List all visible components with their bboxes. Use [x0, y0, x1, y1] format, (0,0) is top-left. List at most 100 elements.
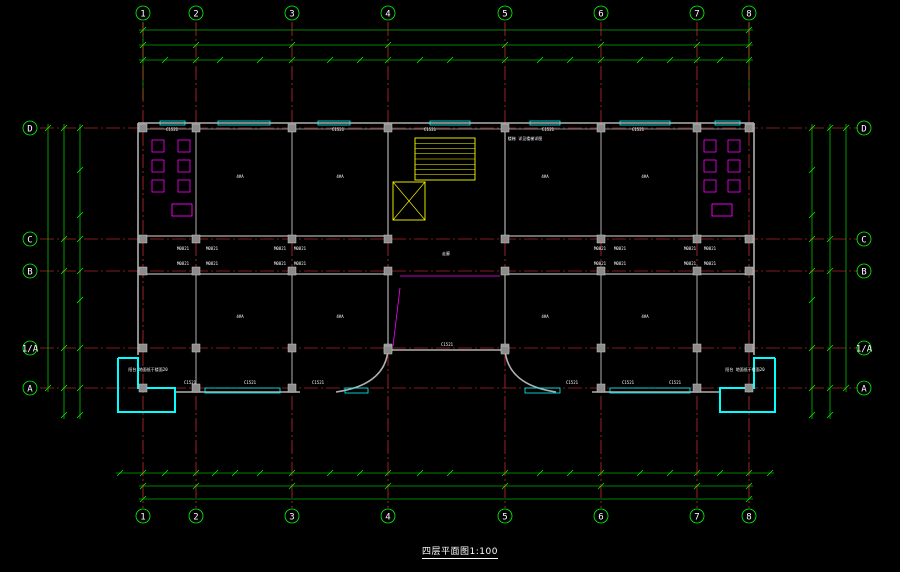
door-label-5: M0821 — [614, 246, 627, 251]
axis-bubble-right-0-label: D — [861, 124, 866, 134]
dimension-lines — [44, 22, 850, 503]
column-14 — [383, 266, 393, 276]
column-33 — [287, 383, 297, 393]
column-4 — [191, 123, 201, 133]
column-25 — [692, 234, 702, 244]
dim-right-axis-tick-3 — [826, 344, 834, 352]
dim-bottom-openings-tick-17 — [636, 469, 644, 477]
axis-bubble-top-6-label: 6 — [598, 9, 603, 19]
column-3 — [138, 343, 148, 353]
axis-bubble-bottom-5-label: 5 — [502, 512, 507, 522]
column-1 — [138, 234, 148, 244]
toilet-fixture-2 — [151, 159, 165, 173]
column-28 — [744, 123, 754, 133]
axis-bubble-bottom-1-label: 1 — [140, 512, 145, 522]
dim-bottom-openings-tick-2 — [161, 469, 169, 477]
balcony-southwest — [117, 357, 176, 413]
wall-curved-right — [504, 349, 557, 393]
dim-bottom-openings-tick-18 — [666, 469, 674, 477]
column-10 — [287, 266, 297, 276]
window-label-11: C1521 — [441, 342, 454, 347]
axis-bubble-top-8-label: 8 — [746, 9, 751, 19]
axis-bubble-left-3-ring — [22, 340, 38, 356]
dim-left-detail-tick-1 — [76, 166, 84, 174]
toilet-fixture-6 — [703, 139, 717, 153]
toilet-fixture-9 — [727, 159, 741, 173]
dim-left-axis-tick-5 — [60, 411, 68, 419]
window-label-10: C1521 — [669, 380, 682, 385]
axis-bubble-right-4-label: A — [861, 384, 867, 394]
dim-top-openings-tick-2 — [192, 56, 200, 64]
wall-curved-left — [335, 349, 389, 393]
column-0 — [138, 123, 148, 133]
axis-bubble-bottom-2-label: 2 — [193, 512, 198, 522]
room-label-2: 4#A — [541, 174, 549, 179]
axis-bubble-top-6-ring — [593, 5, 609, 21]
dim-top-openings-tick-12 — [536, 56, 544, 64]
window-north-0 — [159, 120, 186, 126]
corridor-label: 走廊 — [442, 250, 450, 256]
dim-bottom-overall-tick-1 — [745, 495, 753, 503]
axis-bubble-top-2-label: 2 — [193, 9, 198, 19]
column-13 — [383, 234, 393, 244]
dim-left-detail-tick-2 — [76, 211, 84, 219]
window-label-3: C1521 — [542, 127, 555, 132]
toilet-fixture-10 — [703, 179, 717, 193]
room-label-7: 4#A — [641, 314, 649, 319]
dim-top-openings-tick-5 — [288, 56, 296, 64]
axis-bubble-bottom-4-ring — [380, 508, 396, 524]
column-26 — [692, 266, 702, 276]
window-label-2: C1521 — [424, 127, 437, 132]
dim-bottom-openings-tick-8 — [326, 469, 334, 477]
column-31 — [744, 343, 754, 353]
axis-bubble-right-0-ring — [856, 120, 872, 136]
dim-top-openings-tick-13 — [566, 56, 574, 64]
column-6 — [191, 266, 201, 276]
dim-right-detail-tick-5 — [808, 296, 816, 304]
balcony-note-right: 阳台 地面低于楼面20 — [725, 366, 765, 372]
door-label-4: M0821 — [594, 246, 607, 251]
window-north-4 — [529, 120, 561, 126]
window-label-6: C1521 — [244, 380, 257, 385]
axis-bubble-left-4-ring — [22, 380, 38, 396]
balcony-southeast — [719, 357, 776, 413]
dim-bottom-overall-tick-0 — [139, 495, 147, 503]
dim-bottom-openings-tick-4 — [211, 469, 219, 477]
axis-bubble-top-4-ring — [380, 5, 396, 21]
door-label-14: M0821 — [684, 261, 697, 266]
balcony-note-left: 阳台 地面低于楼面20 — [128, 366, 168, 372]
axis-bubble-left-1-label: C — [27, 235, 32, 245]
axis-bubble-top-5-ring — [497, 5, 513, 21]
room-label-4: 4#A — [236, 314, 244, 319]
axis-bubble-top-3-label: 3 — [289, 9, 294, 19]
axis-bubble-left-4-label: A — [27, 384, 33, 394]
column-24 — [692, 123, 702, 133]
axis-bubble-top-2-ring — [188, 5, 204, 21]
room-label-5: 4#A — [336, 314, 344, 319]
dim-top-openings-tick-6 — [326, 56, 334, 64]
column-16 — [500, 123, 510, 133]
door-label-9: M0821 — [206, 261, 219, 266]
dim-bottom-openings-tick-5 — [231, 469, 239, 477]
axis-bubble-top-7-label: 7 — [694, 9, 699, 19]
door-label-15: M0821 — [704, 261, 717, 266]
elevator-shaft — [392, 181, 426, 221]
window-label-4: C1521 — [632, 127, 645, 132]
column-29 — [744, 234, 754, 244]
window-north-3 — [429, 120, 471, 126]
column-17 — [500, 234, 510, 244]
axis-bubble-bottom-7-ring — [689, 508, 705, 524]
dim-top-openings-tick-11 — [501, 56, 509, 64]
column-20 — [596, 123, 606, 133]
column-35 — [692, 383, 702, 393]
structural-columns — [138, 123, 754, 393]
column-5 — [191, 234, 201, 244]
dim-top-openings-tick-9 — [416, 56, 424, 64]
axis-bubble-bottom-2-ring — [188, 508, 204, 524]
room-label-0: 4#A — [236, 174, 244, 179]
window-label-8: C1521 — [566, 380, 579, 385]
dim-top-openings-tick-18 — [716, 56, 724, 64]
door-label-10: M0821 — [274, 261, 287, 266]
